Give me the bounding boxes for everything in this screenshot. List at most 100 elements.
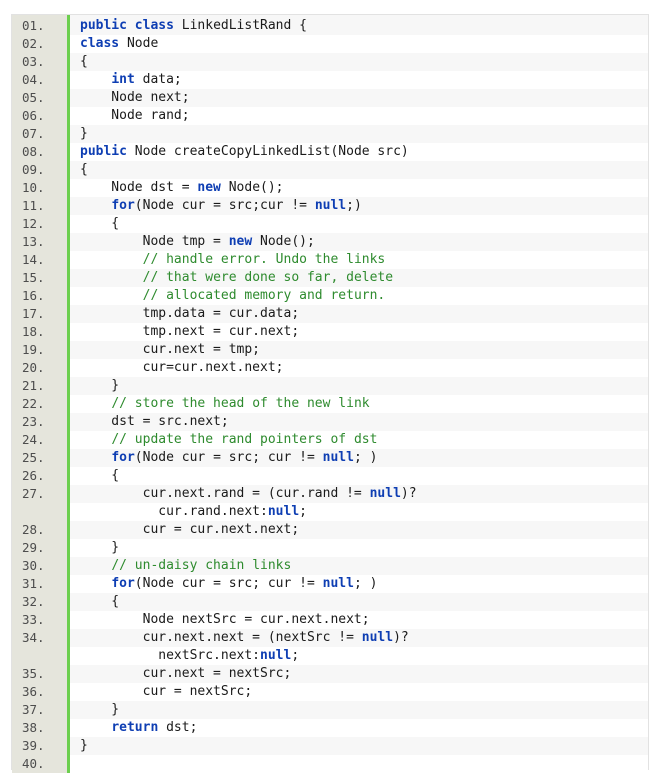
code-text: nextSrc.next:null; xyxy=(80,648,300,663)
code-text: tmp.data = cur.data; xyxy=(80,306,300,321)
gutter-rule-segment xyxy=(67,449,70,467)
gutter-rule-segment xyxy=(67,269,70,287)
code-line: 05. Node next; xyxy=(12,89,648,107)
code-line: 02. class Node xyxy=(12,35,648,53)
line-number: 12. xyxy=(12,215,67,233)
code-line: 26. { xyxy=(12,467,648,485)
line-number: 14. xyxy=(12,251,67,269)
code-text: cur.next.rand = (cur.rand != null)? xyxy=(80,486,417,501)
line-number: 04. xyxy=(12,71,67,89)
gutter-rule-segment xyxy=(67,665,70,683)
keyword-token: new xyxy=(197,180,221,195)
code-line: 12. { xyxy=(12,215,648,233)
gutter-rule-segment xyxy=(67,737,70,755)
code-line: 23. dst = src.next; xyxy=(12,413,648,431)
gutter-rule-segment xyxy=(67,755,70,773)
keyword-token: null xyxy=(322,576,354,591)
gutter-rule-segment xyxy=(67,215,70,233)
code-text: Node tmp = new Node(); xyxy=(80,234,315,249)
code-line: 27. cur.next.rand = (cur.rand != null)? xyxy=(12,485,648,503)
keyword-token: public xyxy=(80,18,127,33)
comment-token: // that were done so far, delete xyxy=(142,270,394,285)
line-number: 37. xyxy=(12,701,67,719)
keyword-token: null xyxy=(314,198,347,213)
code-line: 22. // store the head of the new link xyxy=(12,395,648,413)
keyword-token: null xyxy=(267,504,300,519)
code-line: 21. } xyxy=(12,377,648,395)
gutter-rule-segment xyxy=(67,683,70,701)
line-number: 11. xyxy=(12,197,67,215)
gutter-rule-segment xyxy=(67,179,70,197)
line-number: 34. xyxy=(12,629,67,647)
code-line: 15. // that were done so far, delete xyxy=(12,269,648,287)
keyword-token: for xyxy=(111,198,135,213)
code-line: 20. cur=cur.next.next; xyxy=(12,359,648,377)
code-text: } xyxy=(80,702,120,717)
gutter-rule-segment xyxy=(67,107,70,125)
gutter-rule-segment xyxy=(67,485,70,503)
line-number: 39. xyxy=(12,737,67,755)
keyword-token: for xyxy=(111,450,135,465)
line-number xyxy=(12,647,67,665)
code-text: dst = src.next; xyxy=(80,414,229,429)
gutter-rule-segment xyxy=(67,413,70,431)
code-text: Node dst = new Node(); xyxy=(80,180,284,195)
code-line: nextSrc.next:null; xyxy=(12,647,648,665)
code-listing: 01.public class LinkedListRand {02.class… xyxy=(11,14,649,773)
code-text: // that were done so far, delete xyxy=(70,269,393,287)
keyword-token: public xyxy=(80,144,127,159)
code-line: 37. } xyxy=(12,701,648,719)
code-line: 19. cur.next = tmp; xyxy=(12,341,648,359)
gutter-rule-segment xyxy=(67,431,70,449)
code-line: 08.public Node createCopyLinkedList(Node… xyxy=(12,143,648,161)
code-text: Node rand; xyxy=(80,108,190,123)
gutter-rule-segment xyxy=(67,17,70,35)
gutter-rule-segment xyxy=(67,395,70,413)
line-number: 40. xyxy=(12,755,67,773)
code-text: tmp.next = cur.next; xyxy=(80,324,300,339)
code-line: 14. // handle error. Undo the links xyxy=(12,251,648,269)
line-number: 18. xyxy=(12,323,67,341)
code-lines: 01.public class LinkedListRand {02.class… xyxy=(12,17,648,773)
line-number: 15. xyxy=(12,269,67,287)
gutter-rule-segment xyxy=(67,287,70,305)
code-line: 28. cur = cur.next.next; xyxy=(12,521,648,539)
comment-token: // handle error. Undo the links xyxy=(142,252,386,267)
keyword-token: null xyxy=(369,486,401,501)
line-number: 09. xyxy=(12,161,67,179)
code-text: Node nextSrc = cur.next.next; xyxy=(80,612,370,627)
keyword-token: null xyxy=(322,450,354,465)
line-number: 13. xyxy=(12,233,67,251)
code-line: 33. Node nextSrc = cur.next.next; xyxy=(12,611,648,629)
code-line: 17. tmp.data = cur.data; xyxy=(12,305,648,323)
line-number: 07. xyxy=(12,125,67,143)
code-line: 01.public class LinkedListRand { xyxy=(12,17,648,35)
gutter-rule-segment xyxy=(67,251,70,269)
code-text: // handle error. Undo the links xyxy=(70,251,386,269)
keyword-token: int xyxy=(111,72,135,87)
line-number: 16. xyxy=(12,287,67,305)
keyword-token: class xyxy=(134,18,174,33)
code-text: // allocated memory and return. xyxy=(70,287,386,305)
comment-token: // un-daisy chain links xyxy=(111,558,292,573)
gutter-rule-segment xyxy=(67,35,70,53)
line-number: 32. xyxy=(12,593,67,611)
line-number: 20. xyxy=(12,359,67,377)
code-text: // update the rand pointers of dst xyxy=(70,431,377,449)
gutter-rule-segment xyxy=(67,467,70,485)
code-line: 06. Node rand; xyxy=(12,107,648,125)
gutter-rule-segment xyxy=(67,611,70,629)
line-number: 38. xyxy=(12,719,67,737)
code-text: } xyxy=(80,540,120,555)
line-number: 02. xyxy=(12,35,67,53)
line-number: 10. xyxy=(12,179,67,197)
keyword-token: null xyxy=(361,630,394,645)
line-number: 01. xyxy=(12,17,67,35)
gutter-rule-segment xyxy=(67,503,70,521)
line-number: 19. xyxy=(12,341,67,359)
code-text: for(Node cur = src;cur != null;) xyxy=(111,198,362,213)
line-number: 26. xyxy=(12,467,67,485)
code-text: { xyxy=(80,54,88,69)
code-text: class Node xyxy=(80,36,159,51)
gutter-rule-segment xyxy=(67,323,70,341)
